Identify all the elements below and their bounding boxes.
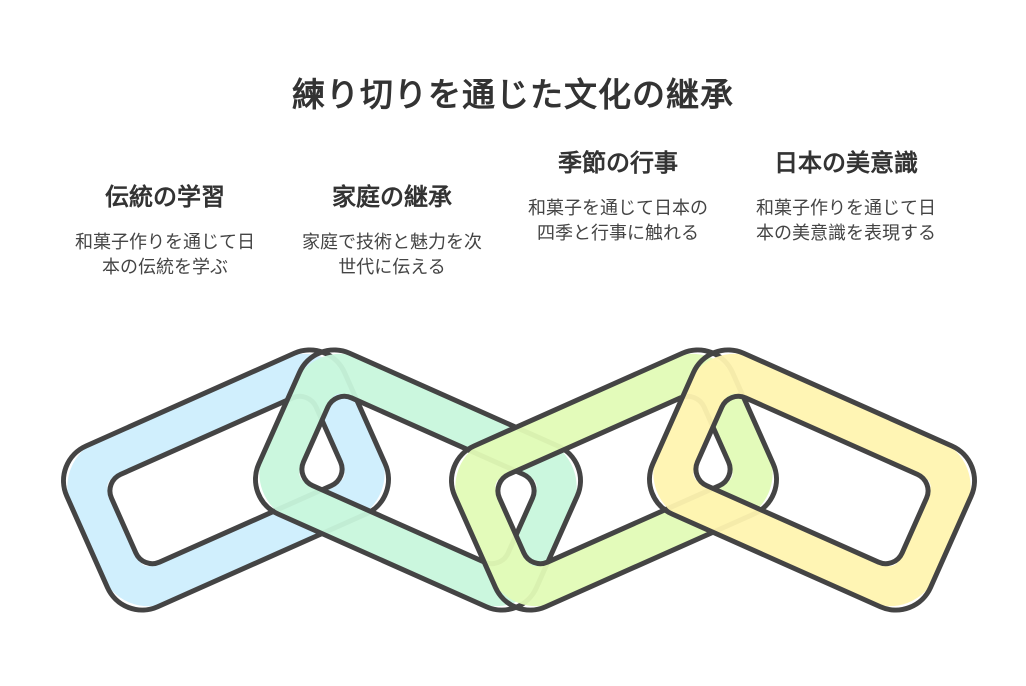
chain-link-4 <box>637 338 986 622</box>
chain-link-4-fill <box>664 364 960 596</box>
